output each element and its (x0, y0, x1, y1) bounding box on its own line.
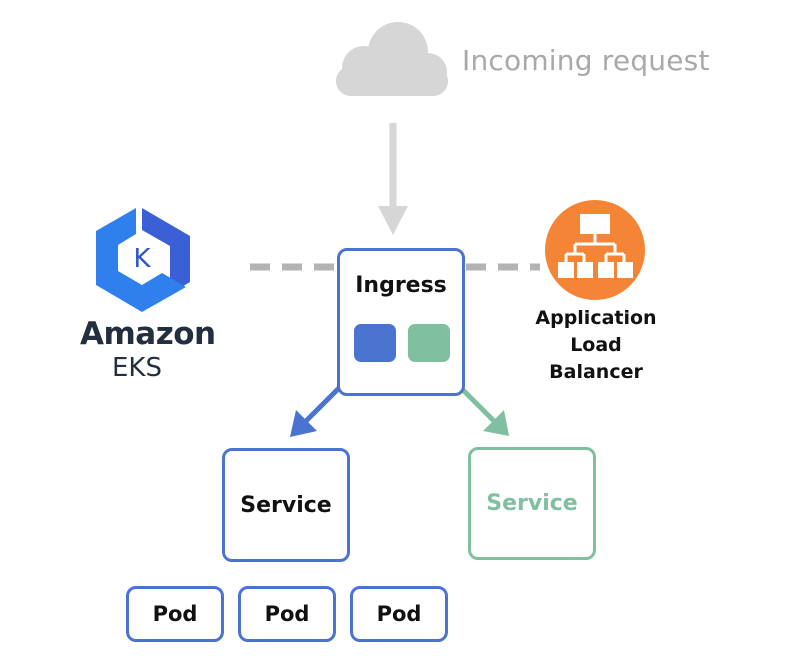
alb-label-line: Load (570, 334, 622, 356)
pod-label: Pod (152, 602, 198, 626)
incoming-request-label: Incoming request (462, 44, 710, 77)
incoming-arrow (378, 123, 408, 235)
ingress-rule-green (408, 324, 450, 362)
hierarchy-icon (545, 200, 645, 300)
alb-label: Application Load Balancer (526, 305, 666, 386)
pod-label: Pod (376, 602, 422, 626)
pod-box: Pod (126, 586, 224, 642)
service-label: Service (240, 492, 332, 518)
eks-k-letter: K (133, 244, 151, 274)
service-box-blue: Service (222, 448, 350, 562)
alb-label-line: Application (535, 307, 657, 329)
alb-label-line: Balancer (549, 361, 643, 383)
pod-box: Pod (238, 586, 336, 642)
kubernetes-k-icon: K (96, 208, 190, 312)
service-box-green: Service (468, 447, 596, 560)
service-label: Service (486, 491, 578, 516)
eks-title: Amazon (80, 316, 216, 352)
pod-label: Pod (264, 602, 310, 626)
ingress-rule-blue (354, 324, 396, 362)
ingress-box: Ingress (337, 248, 465, 396)
cloud-icon (336, 22, 448, 96)
pod-box: Pod (350, 586, 448, 642)
eks-subtitle: EKS (112, 353, 162, 383)
ingress-label: Ingress (355, 273, 447, 298)
